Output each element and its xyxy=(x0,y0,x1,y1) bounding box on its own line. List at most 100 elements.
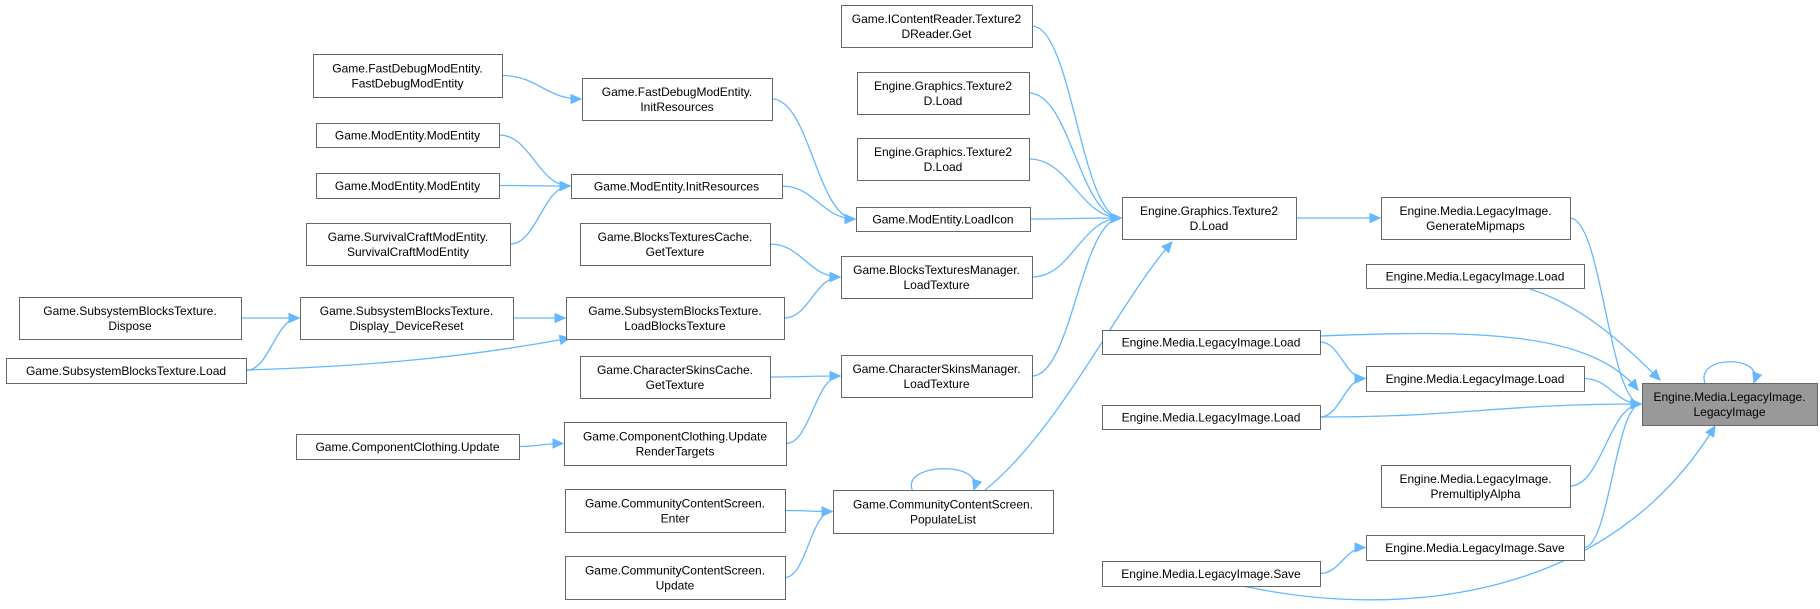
node-box xyxy=(582,78,773,121)
graph-node-save-a[interactable]: Engine.Media.LegacyImage.Save xyxy=(1366,535,1585,561)
graph-node-cc-update[interactable]: Game.ComponentClothing.Update xyxy=(296,434,520,460)
node-box xyxy=(565,556,786,600)
edge-line xyxy=(1031,25,1122,219)
node-label-line: Game.BlocksTexturesCache. xyxy=(598,230,753,244)
node-box xyxy=(1102,405,1321,430)
node-label-line: SurvivalCraftModEntity xyxy=(347,245,469,259)
graph-node-li-load-c[interactable]: Engine.Media.LegacyImage.Load xyxy=(1366,366,1585,392)
graph-node-btc[interactable]: Game.BlocksTexturesCache.GetTexture xyxy=(580,223,771,266)
edge-line xyxy=(245,317,300,372)
edge-n_fdm_ctor-to-n_fdm_init xyxy=(501,74,583,105)
node-label-line: PremultiplyAlpha xyxy=(1430,487,1520,501)
graph-node-csm[interactable]: Game.CharacterSkinsManager.LoadTexture xyxy=(841,355,1033,398)
edge-line xyxy=(498,184,571,187)
edge-n_sbt_load-to-n_sbt_ddr xyxy=(245,312,301,372)
node-box xyxy=(571,174,783,199)
graph-node-modicon[interactable]: Game.ModEntity.LoadIcon xyxy=(856,207,1031,232)
edge-line xyxy=(1703,361,1756,384)
edge-line xyxy=(785,375,841,445)
edge-line xyxy=(781,185,856,220)
node-box xyxy=(580,223,771,266)
edge-line xyxy=(771,98,856,220)
edge-n_scm-to-n_mod_init xyxy=(509,180,572,245)
node-label-line: Game.ComponentClothing.Update xyxy=(583,430,767,444)
node-label-line: Engine.Media.LegacyImage.Load xyxy=(1386,372,1565,386)
graph-node-csc[interactable]: Game.CharacterSkinsCache.GetTexture xyxy=(580,356,771,399)
node-box xyxy=(1642,383,1818,426)
edges-layer xyxy=(241,25,1763,601)
graph-node-ccs-pop[interactable]: Game.CommunityContentScreen.PopulateList xyxy=(833,490,1054,534)
graph-node-sbt-lbt[interactable]: Game.SubsystemBlocksTexture.LoadBlocksTe… xyxy=(566,297,785,340)
edge-n_tex2d_a-to-n_tex2d_main xyxy=(1028,92,1123,224)
graph-node-btm[interactable]: Game.BlocksTexturesManager.LoadTexture xyxy=(841,256,1033,299)
graph-node-save-b[interactable]: Engine.Media.LegacyImage.Save xyxy=(1102,561,1321,587)
graph-node-cc-urt[interactable]: Game.ComponentClothing.UpdateRenderTarge… xyxy=(564,422,787,466)
node-label-line: Display_DeviceReset xyxy=(349,319,464,333)
graph-node-ccs-update[interactable]: Game.CommunityContentScreen.Update xyxy=(565,556,786,600)
graph-node-mod-ctor-b[interactable]: Game.ModEntity.ModEntity xyxy=(316,173,500,199)
graph-node-sbt-ddr[interactable]: Game.SubsystemBlocksTexture.Display_Devi… xyxy=(300,297,514,340)
node-label-line: LoadTexture xyxy=(903,377,969,391)
graph-node-sbt-dispose[interactable]: Game.SubsystemBlocksTexture.Dispose xyxy=(19,297,242,340)
graph-node-ccs-enter[interactable]: Game.CommunityContentScreen.Enter xyxy=(565,489,786,533)
edge-line xyxy=(910,468,976,491)
graph-node-premul[interactable]: Engine.Media.LegacyImage.PremultiplyAlph… xyxy=(1381,465,1571,508)
node-label-line: Engine.Media.LegacyImage.Load xyxy=(1386,270,1565,284)
node-label-line: LegacyImage xyxy=(1693,405,1765,419)
edge-n_li_load_a-to-n_root xyxy=(1529,288,1661,381)
graph-node-li-load-a[interactable]: Engine.Media.LegacyImage.Load xyxy=(1366,264,1585,289)
node-label-line: Engine.Media.LegacyImage. xyxy=(1399,204,1551,218)
node-box xyxy=(296,434,520,460)
graph-node-li-load-b[interactable]: Engine.Media.LegacyImage.Load xyxy=(1102,330,1321,355)
edge-n_li_load_b-to-n_root xyxy=(1319,332,1639,391)
edge-arrowhead xyxy=(288,312,301,324)
edge-arrowhead xyxy=(1705,424,1716,438)
edge-line xyxy=(1529,288,1661,381)
edge-n_icr-to-n_tex2d_main xyxy=(1031,25,1123,224)
edge-n_cc_update-to-n_cc_urt xyxy=(518,438,565,449)
graph-node-mod-ctor-a[interactable]: Game.ModEntity.ModEntity xyxy=(316,123,500,148)
node-box xyxy=(1366,264,1585,289)
graph-node-mod-init[interactable]: Game.ModEntity.InitResources xyxy=(571,174,783,199)
node-label-line: GenerateMipmaps xyxy=(1426,219,1525,233)
edge-line xyxy=(509,185,571,245)
edge-line xyxy=(1319,403,1642,418)
edge-n_save_b-to-n_save_a xyxy=(1319,542,1367,575)
node-label-line: Game.IContentReader.Texture2 xyxy=(852,12,1022,26)
node-box xyxy=(1381,197,1571,240)
node-label-line: LoadTexture xyxy=(903,278,969,292)
edge-arrowhead xyxy=(1161,241,1173,254)
graph-node-genmip[interactable]: Engine.Media.LegacyImage.GenerateMipmaps xyxy=(1381,197,1571,240)
edge-line xyxy=(1242,425,1716,601)
node-label-line: Game.SurvivalCraftModEntity. xyxy=(328,230,489,244)
edge-arrowhead xyxy=(844,213,857,225)
graph-node-li-load-d[interactable]: Engine.Media.LegacyImage.Load xyxy=(1102,405,1321,430)
graph-node-fdm-init[interactable]: Game.FastDebugModEntity.InitResources xyxy=(582,78,773,121)
graph-node-scm[interactable]: Game.SurvivalCraftModEntity.SurvivalCraf… xyxy=(306,223,511,266)
edge-arrowhead xyxy=(552,438,565,449)
graph-node-sbt-load[interactable]: Game.SubsystemBlocksTexture.Load xyxy=(6,358,247,384)
edge-line xyxy=(245,337,571,371)
node-label-line: FastDebugModEntity xyxy=(351,77,463,91)
node-label-line: Engine.Media.LegacyImage. xyxy=(1653,390,1805,404)
node-label-line: Engine.Graphics.Texture2 xyxy=(1140,204,1278,218)
edge-arrowhead xyxy=(1369,212,1382,224)
edge-n_save_a-to-n_root xyxy=(1583,398,1643,549)
node-label-line: Game.SubsystemBlocksTexture. xyxy=(588,304,761,318)
node-label-line: InitResources xyxy=(640,100,713,114)
edge-n_ccs_pop-to-n_tex2d_main xyxy=(984,241,1173,491)
node-label-line: Engine.Media.LegacyImage.Save xyxy=(1385,541,1565,555)
edge-self-arrowhead xyxy=(1752,371,1763,385)
graph-node-fdm-ctor[interactable]: Game.FastDebugModEntity.FastDebugModEnti… xyxy=(313,54,503,98)
edge-line xyxy=(1028,158,1122,219)
node-label-line: Game.BlocksTexturesManager. xyxy=(853,263,1020,277)
node-label-line: D.Load xyxy=(924,160,963,174)
graph-node-root[interactable]: Engine.Media.LegacyImage.LegacyImage xyxy=(1642,383,1818,426)
edge-n_ccs_update-to-n_ccs_pop xyxy=(784,506,834,579)
edge-n_cc_urt-to-n_csm xyxy=(785,370,842,445)
nodes-layer: Engine.Media.LegacyImage.LegacyImageEngi… xyxy=(6,5,1818,600)
